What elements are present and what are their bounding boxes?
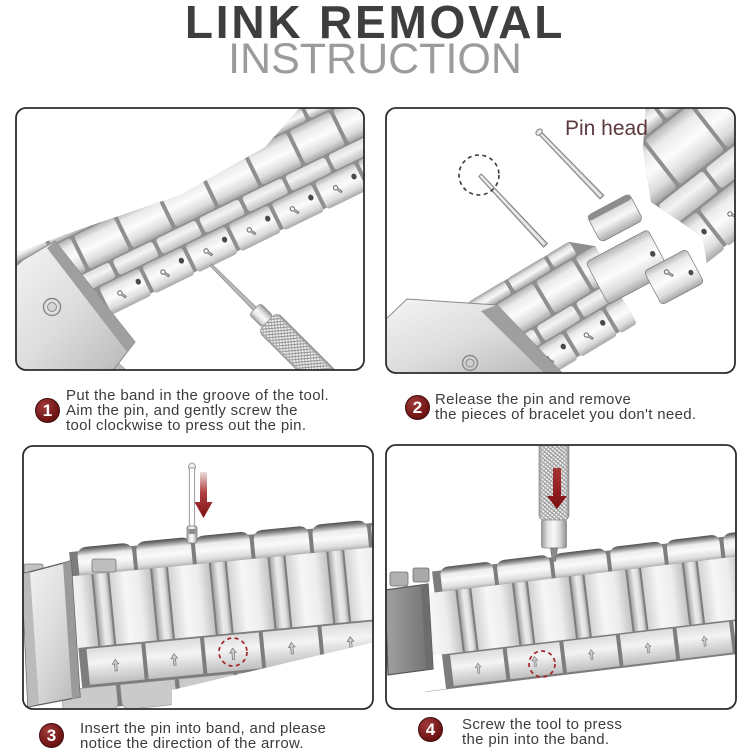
svg-text:Pin head: Pin head	[565, 117, 648, 140]
